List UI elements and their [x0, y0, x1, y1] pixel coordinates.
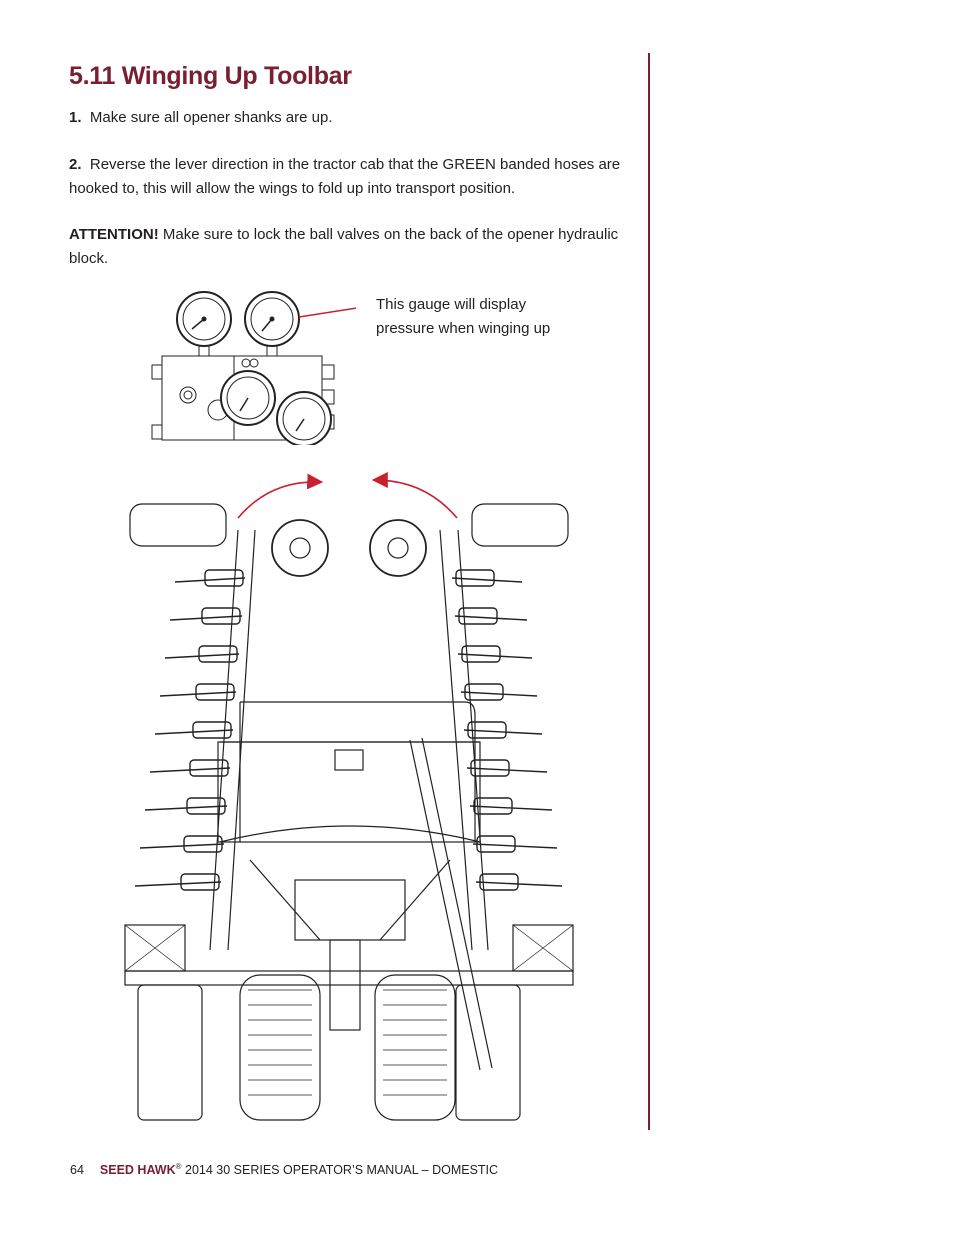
step-1-text: Make sure all opener shanks are up.: [89, 109, 333, 126]
gauge-callout: This gauge will display pressure when wi…: [376, 293, 616, 341]
page-footer: 64 SEED HAWK® 2014 30 SERIES OPERATOR’S M…: [70, 1162, 498, 1177]
step-2: 2. Reverse the lever direction in the tr…: [69, 153, 639, 201]
page-number: 64: [70, 1163, 84, 1178]
manual-title: 2014 30 SERIES OPERATOR’S MANUAL – DOMES…: [181, 1163, 499, 1178]
step-1-number: 1.: [69, 109, 82, 126]
brand-name: SEED HAWK: [99, 1163, 176, 1178]
registered-mark: ®: [175, 1162, 182, 1171]
page-title: 5.11 Winging Up Toolbar: [69, 62, 352, 90]
step-2-text: Reverse the lever direction in the tract…: [69, 156, 621, 197]
margin-rule: [648, 53, 650, 1130]
callout-line-1: This gauge will display: [376, 296, 527, 313]
hydraulic-block-gauges-figure: [151, 291, 356, 445]
toolbar-winging-up-figure: [124, 472, 574, 1121]
attention-label: ATTENTION!: [69, 226, 159, 243]
attention-note: ATTENTION! Make sure to lock the ball va…: [69, 223, 639, 271]
callout-line-2: pressure when winging up: [376, 320, 551, 337]
step-1: 1. Make sure all opener shanks are up.: [69, 106, 639, 130]
step-2-number: 2.: [69, 156, 82, 173]
attention-text: Make sure to lock the ball valves on the…: [69, 226, 619, 267]
